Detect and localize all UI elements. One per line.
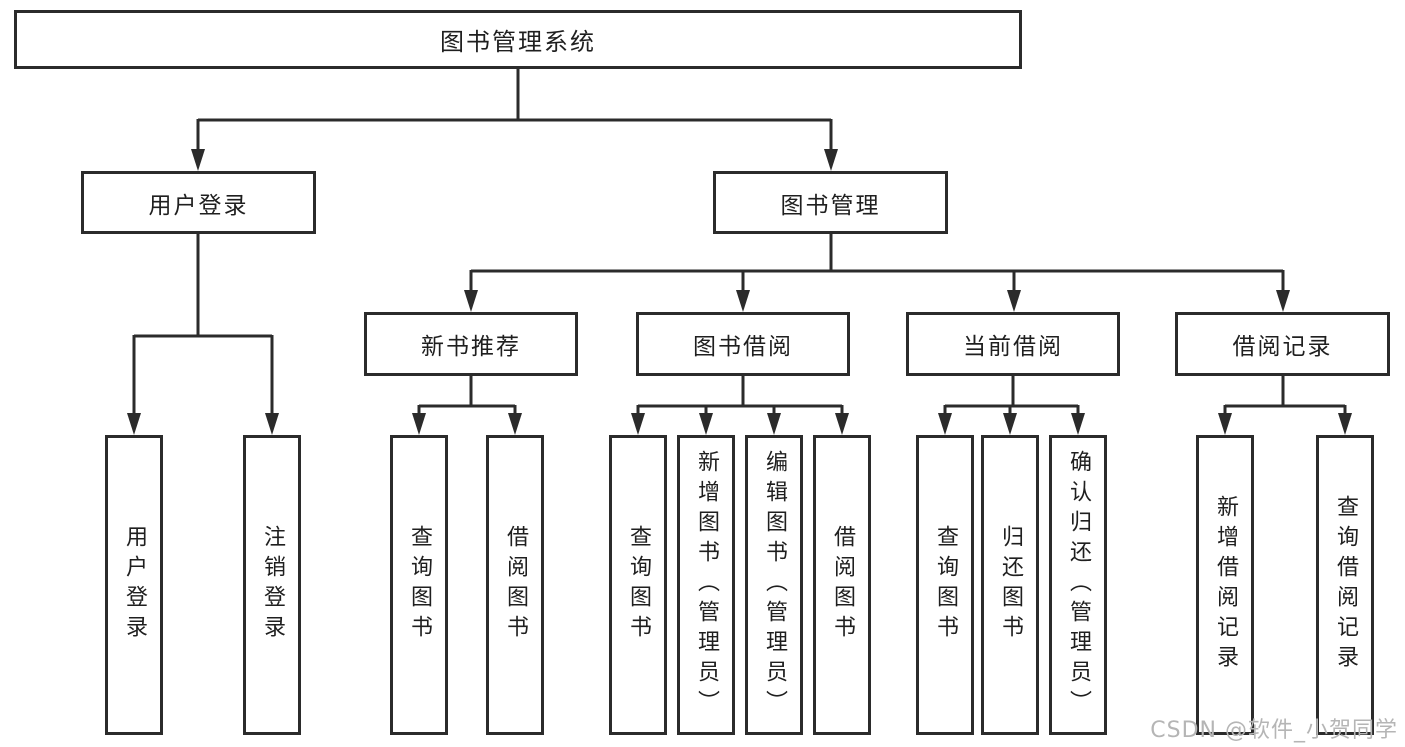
node-label: 用户登录 [148,192,249,219]
node-current-borrowing: 当前借阅 [906,312,1120,376]
arrowheads [127,149,1352,435]
leaf-label: 用户登录 [122,525,147,645]
leaf-label: 查询借阅记录 [1333,495,1358,675]
leaf-query-book-current: 查询图书 [916,435,974,735]
leaf-label: 归还图书 [998,525,1023,645]
leaf-label: 查询图书 [407,525,432,645]
node-label: 图书管理系统 [440,28,596,56]
leaf-confirm-return-admin: 确认归还（管理员） [1049,435,1107,735]
leaf-label: 借阅图书 [503,525,528,645]
node-label: 当前借阅 [963,334,1063,360]
leaf-query-book-borrowing: 查询图书 [609,435,667,735]
node-borrow-records: 借阅记录 [1175,312,1390,376]
leaf-label: 查询图书 [626,525,651,645]
node-new-book-recommendation: 新书推荐 [364,312,578,376]
node-label: 图书管理 [780,192,881,219]
leaf-label: 查询图书 [933,525,958,645]
leaf-label: 编辑图书（管理员） [762,450,787,720]
leaf-label: 新增借阅记录 [1213,495,1238,675]
node-label: 新书推荐 [421,334,521,360]
leaf-label: 新增图书（管理员） [694,450,719,720]
node-user-login: 用户登录 [81,171,316,234]
leaf-add-borrow-record: 新增借阅记录 [1196,435,1254,735]
leaf-logout: 注销登录 [243,435,301,735]
leaf-query-borrow-record: 查询借阅记录 [1316,435,1374,735]
node-book-management: 图书管理 [713,171,948,234]
leaf-label: 注销登录 [260,525,285,645]
csdn-watermark: CSDN @软件_小贺同学 [1150,718,1398,743]
node-book-borrowing: 图书借阅 [636,312,850,376]
node-label: 图书借阅 [693,334,793,360]
leaf-borrow-book-recommend: 借阅图书 [486,435,544,735]
leaf-borrow-book: 借阅图书 [813,435,871,735]
leaf-query-book-recommend: 查询图书 [390,435,448,735]
leaf-user-login: 用户登录 [105,435,163,735]
leaf-label: 借阅图书 [830,525,855,645]
leaf-label: 确认归还（管理员） [1066,450,1091,720]
node-label: 借阅记录 [1232,334,1333,360]
node-library-management-system: 图书管理系统 [14,10,1022,69]
leaf-add-book-admin: 新增图书（管理员） [677,435,735,735]
leaf-return-book: 归还图书 [981,435,1039,735]
leaf-edit-book-admin: 编辑图书（管理员） [745,435,803,735]
